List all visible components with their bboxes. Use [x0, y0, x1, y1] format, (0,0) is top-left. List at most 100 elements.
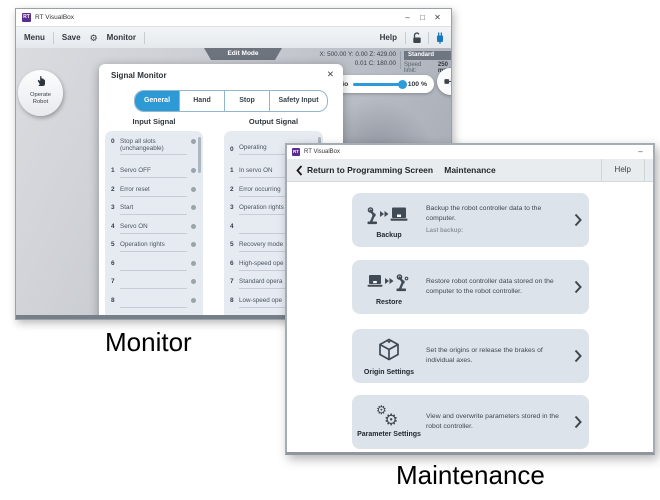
plug-icon[interactable]: [429, 32, 451, 44]
signal-name-field[interactable]: Operation rights: [120, 241, 187, 252]
table-row: 8: [105, 294, 203, 313]
signal-number: 7: [111, 278, 115, 285]
minimize-button[interactable]: –: [638, 147, 643, 156]
computer-to-robot-icon: [367, 273, 409, 291]
input-signal-panel: 0 Stop all slots (unchangeable) 1 Servo …: [105, 131, 203, 315]
toolbar-separator: [52, 32, 54, 44]
signal-number: 6: [111, 259, 115, 267]
chevron-right-icon[interactable]: [574, 415, 582, 429]
signal-number: 8: [111, 296, 115, 304]
operate-robot-label: Operate Robot: [30, 92, 51, 105]
table-row: 4 Servo ON: [105, 220, 203, 239]
signal-name-field[interactable]: Servo OFF: [120, 167, 187, 178]
signal-state-dot: [191, 186, 196, 192]
gears-icon: ⚙⚙: [376, 403, 399, 429]
signal-number: 1: [111, 167, 115, 174]
signal-name-field[interactable]: Low-speed ope: [239, 297, 307, 308]
connection-button[interactable]: [437, 68, 451, 95]
mode-badge: Standard: [404, 51, 451, 60]
backup-card[interactable]: Backup Backup the robot controller data …: [352, 193, 589, 247]
monitor-caption: Monitor: [105, 327, 192, 357]
cube-icon: [379, 338, 399, 360]
signal-name-field[interactable]: [239, 223, 307, 234]
robot-to-computer-icon: [367, 206, 408, 224]
parameter-settings-card[interactable]: ⚙⚙ Parameter Settings View and overwrite…: [352, 395, 589, 449]
table-row: 0 Stop all slots (unchangeable): [105, 135, 203, 164]
restore-card[interactable]: Restore Restore robot controller data st…: [352, 260, 589, 314]
signal-number: 5: [230, 241, 234, 248]
signal-number: 0: [111, 138, 115, 145]
operate-robot-button[interactable]: Operate Robot: [18, 70, 63, 116]
parameter-settings-description: View and overwrite parameters stored in …: [426, 413, 559, 430]
table-row: 3 Start: [105, 201, 203, 220]
signal-name-field[interactable]: Operating: [239, 144, 307, 155]
app-logo: RT: [292, 148, 300, 156]
signal-number: 4: [111, 222, 115, 230]
signal-state-dot: [191, 168, 196, 173]
signal-name-field[interactable]: Error reset: [120, 186, 187, 197]
tab-hand[interactable]: Hand: [179, 91, 224, 111]
unlock-icon[interactable]: [406, 32, 428, 44]
signal-number: 3: [230, 204, 234, 211]
input-signal-header: Input Signal: [132, 117, 176, 126]
signal-name-field[interactable]: [120, 297, 187, 308]
signal-name-field[interactable]: [120, 260, 187, 271]
signal-number: 7: [230, 278, 234, 285]
toolbar-separator: [428, 32, 429, 44]
signal-name-field[interactable]: Recovery mode: [239, 241, 307, 252]
signal-name-field[interactable]: Operation rights: [239, 204, 307, 215]
app-logo: RT: [22, 13, 31, 22]
menu-button[interactable]: Menu: [24, 33, 45, 42]
signal-name-field[interactable]: In servo ON: [239, 167, 307, 178]
chevron-right-icon[interactable]: [574, 349, 582, 363]
gear-icon[interactable]: ⚙: [89, 32, 98, 43]
signal-name-field[interactable]: Start: [120, 204, 187, 215]
save-button[interactable]: Save: [61, 33, 81, 42]
origin-settings-card[interactable]: Origin Settings Set the origins or relea…: [352, 329, 589, 383]
slider-knob[interactable]: [397, 79, 407, 89]
speed-ratio-value: 100 %: [407, 80, 427, 88]
chevron-right-icon[interactable]: [574, 213, 582, 227]
table-row: 7: [105, 275, 203, 294]
signal-name-field[interactable]: Stop all slots (unchangeable): [120, 138, 187, 155]
signal-number: 3: [111, 204, 115, 211]
maintenance-window: RT RT VisualBox – Maintenance Return to …: [285, 143, 655, 455]
speed-ratio-slider[interactable]: [353, 79, 407, 89]
signal-state-dot: [191, 260, 196, 266]
edit-mode-tab[interactable]: Edit Mode: [204, 48, 282, 60]
dialog-title: Signal Monitor: [111, 71, 167, 80]
window-title: RT VisualBox: [35, 14, 75, 21]
table-row: 1 Servo OFF: [105, 164, 203, 183]
signal-number: 0: [230, 146, 234, 153]
monitor-button[interactable]: Monitor: [106, 33, 136, 42]
back-button[interactable]: Return to Programming Screen: [287, 164, 442, 176]
page-title: Maintenance: [444, 165, 496, 175]
close-button[interactable]: ✕: [434, 13, 441, 22]
signal-state-dot: [191, 139, 196, 144]
maximize-button[interactable]: □: [420, 13, 425, 22]
maintenance-header: Maintenance Return to Programming Screen…: [287, 159, 653, 182]
help-button[interactable]: Help: [379, 33, 397, 42]
signal-name-field[interactable]: Error occurring: [239, 186, 307, 197]
signal-name-field[interactable]: Servo ON: [120, 223, 187, 234]
signal-name-field[interactable]: [120, 278, 187, 289]
parameter-settings-label: Parameter Settings: [357, 431, 421, 438]
last-backup-label: Last backup:: [426, 228, 464, 235]
minimize-button[interactable]: –: [405, 13, 410, 22]
robot-coordinates: X: 500.00 Y: 0.00 Z: 429.00 0.01 C: 180.…: [278, 51, 396, 69]
dialog-close-button[interactable]: ✕: [326, 69, 334, 79]
signal-name-field[interactable]: High-speed ope: [239, 260, 307, 271]
help-button[interactable]: Help: [600, 159, 645, 181]
chevron-right-icon[interactable]: [574, 280, 582, 294]
divider: [400, 51, 401, 69]
scrollbar[interactable]: [197, 137, 201, 173]
tab-general[interactable]: General: [135, 91, 179, 111]
tab-safety-input[interactable]: Safety Input: [269, 91, 327, 111]
output-signal-header: Output Signal: [248, 117, 299, 126]
origin-settings-description: Set the origins or release the brakes of…: [426, 347, 543, 364]
signal-state-dot: [191, 242, 196, 247]
signal-name-field[interactable]: Standard opera: [239, 278, 307, 289]
tab-stop[interactable]: Stop: [224, 91, 269, 111]
restore-label: Restore: [375, 298, 403, 306]
signal-number: 2: [111, 185, 115, 193]
